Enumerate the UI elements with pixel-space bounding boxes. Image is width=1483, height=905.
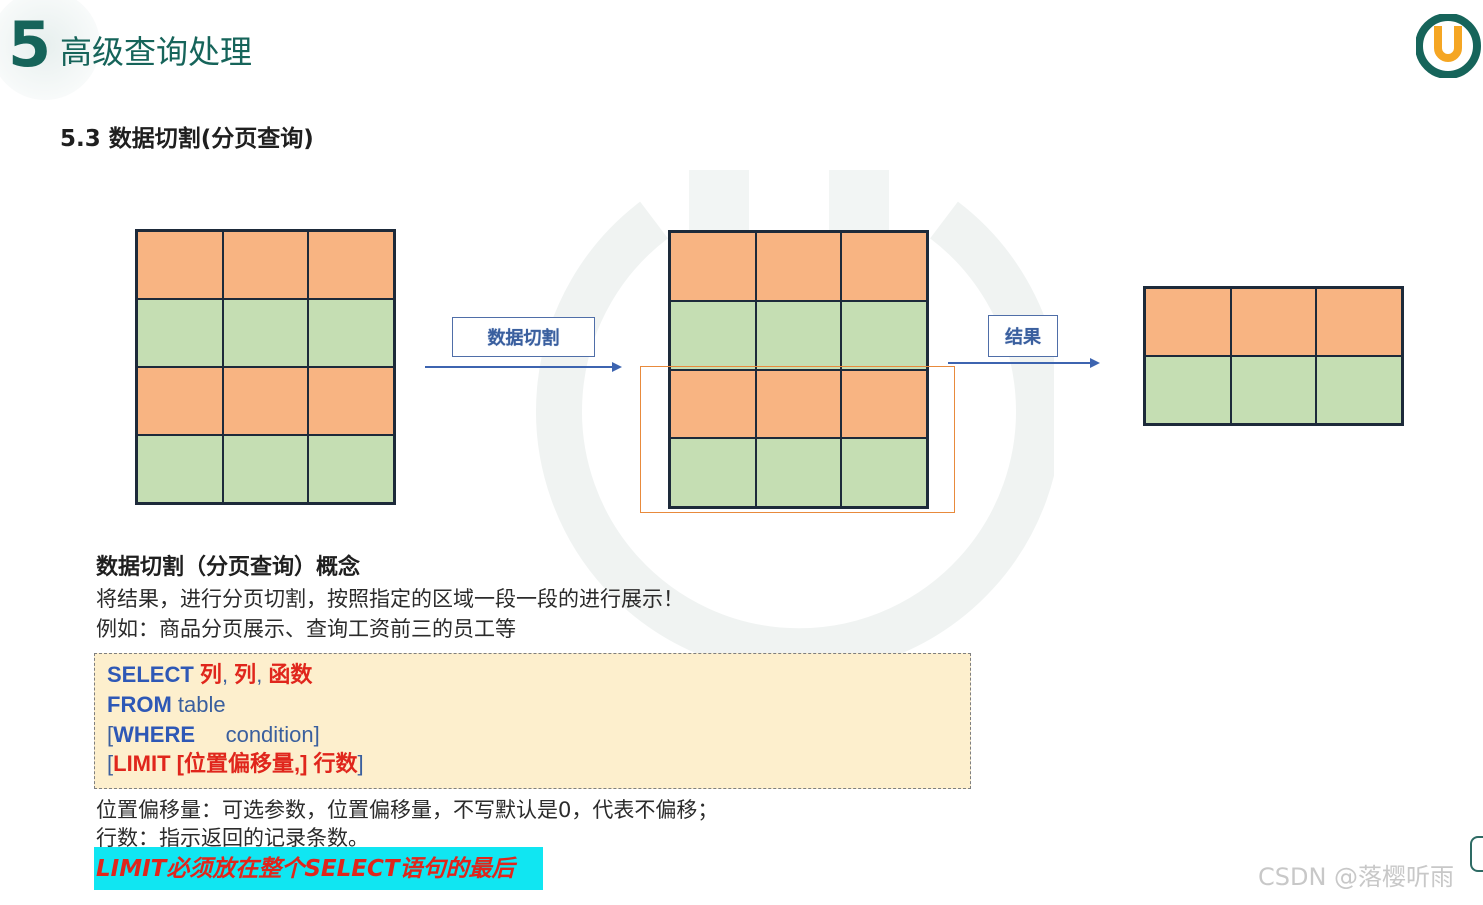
grid-cell [222,367,309,435]
limit-highlight [94,847,543,890]
arrow-head-icon [612,362,622,372]
selected-page-frame [640,366,955,513]
limit-position-note: LIMIT必须放在整个SELECT语句的最后 [96,856,515,882]
code-comma: , [221,662,235,687]
header-decoration [0,0,100,100]
result-table-grid [1143,286,1404,426]
grid-cell [137,299,223,367]
grid-cell [308,299,394,367]
code-bracket: [ [107,751,114,776]
grid-cell [1230,288,1317,356]
grid-cell [137,435,223,503]
offset-note: 位置偏移量：可选参数，位置偏移量，不写默认是0，代表不偏移； [96,798,719,822]
from-keyword: FROM [107,692,172,717]
grid-cell [222,231,309,299]
concept-description: 将结果，进行分页切割，按照指定的区域一段一段的进行展示！ [96,587,684,611]
code-function: 函数 [268,662,313,687]
grid-cell [308,231,394,299]
limit-clause: LIMIT [位置偏移量,] 行数 [113,751,358,776]
arrow-head-icon [1090,358,1100,368]
grid-cell [1316,356,1402,424]
grid-cell [755,300,842,370]
chapter-title: 高级查询处理 [60,33,253,71]
grid-cell [1145,356,1231,424]
where-keyword: WHERE [113,722,196,747]
code-line-select: SELECT 列, 列, 函数 [107,660,312,690]
grid-cell [670,300,756,370]
section-title: 5.3 数据切割(分页查询) [60,126,314,152]
grid-cell [755,369,842,439]
grid-cell [137,231,223,299]
select-keyword: SELECT [107,662,194,687]
csdn-watermark: CSDN @落樱听雨 [1258,863,1455,891]
chapter-number: 5 [8,8,52,81]
grid-cell [755,232,842,301]
concept-example: 例如：商品分页展示、查询工资前三的员工等 [96,617,516,641]
code-bracket: ] [357,751,364,776]
code-column: 列 [234,662,257,687]
grid-cell [1230,356,1317,424]
grid-cell [670,438,756,507]
result-label: 结果 [988,315,1058,357]
result-arrow [948,362,1091,364]
grid-cell [137,367,223,435]
grid-cell [308,435,394,503]
code-comma: , [256,662,269,687]
grid-cell [222,435,309,503]
split-label: 数据切割 [452,317,595,357]
side-tab-button[interactable] [1470,836,1483,872]
code-column: 列 [199,662,222,687]
grid-cell [222,299,309,367]
split-table-grid [668,230,929,509]
grid-cell [755,438,842,507]
grid-cell [670,369,756,439]
source-table-grid [135,229,396,505]
grid-cell [308,367,394,435]
code-bracket: [ [107,722,114,747]
grid-cell [841,438,927,507]
code-line-from: FROM table [107,690,226,720]
grid-cell [1145,288,1231,356]
grid-cell [1316,288,1402,356]
grid-cell [670,232,756,301]
concept-title: 数据切割（分页查询）概念 [96,555,361,580]
code-table: table [171,692,226,717]
code-condition: condition] [195,722,320,747]
grid-cell [841,300,927,370]
rows-note: 行数：指示返回的记录条数。 [96,826,369,847]
split-arrow [425,366,613,368]
code-line-limit: [LIMIT [位置偏移量,] 行数] [107,749,364,779]
syntax-code-box: SELECT 列, 列, 函数 FROM table [WHERE condit… [94,653,971,789]
code-line-where: [WHERE condition] [107,720,320,750]
grid-cell [841,369,927,439]
grid-cell [841,232,927,301]
u-logo-icon [1416,14,1481,78]
